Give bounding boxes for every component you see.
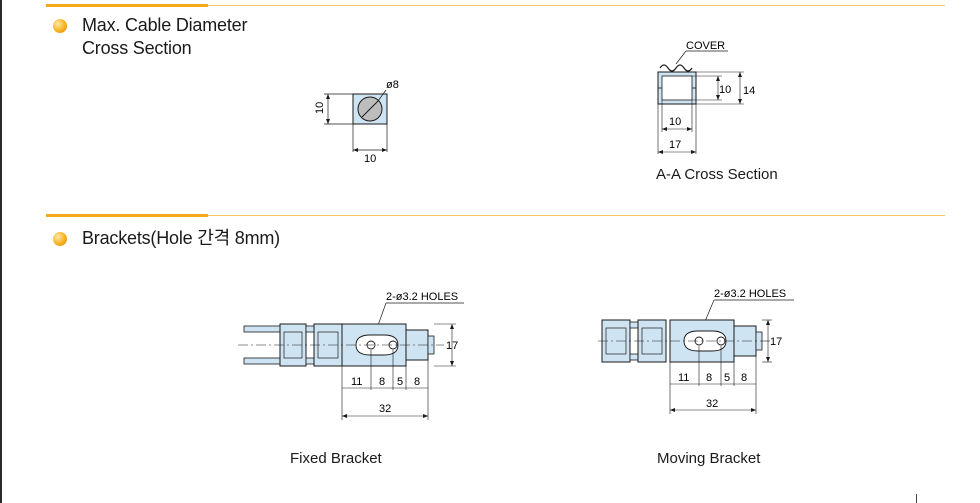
cable-height-label: 10 (314, 102, 326, 114)
section-title-line2: Cross Section (82, 38, 192, 58)
fixed-dim-3: 5 (397, 376, 403, 388)
fixed-dim-4: 8 (414, 376, 420, 388)
aa-cross-section-diagram: COVER 10 14 10 17 (657, 40, 755, 154)
page-corner-mark (916, 494, 917, 503)
fixed-total-label: 32 (379, 403, 391, 415)
fixed-dim-1: 11 (351, 376, 362, 388)
moving-total-label: 32 (706, 398, 718, 410)
moving-bracket-caption: Moving Bracket (657, 450, 761, 467)
fixed-bracket-caption: Fixed Bracket (290, 450, 382, 467)
cable-diameter-label: ø8 (386, 79, 399, 91)
section-divider (208, 5, 945, 6)
fixed-holes-label: 2-ø3.2 HOLES (386, 291, 458, 303)
aa-outer-height-label: 14 (743, 85, 755, 97)
aa-caption: A-A Cross Section (656, 166, 778, 183)
aa-outer-width-label: 17 (669, 139, 681, 151)
moving-dim-1: 11 (678, 372, 689, 384)
cable-diameter-diagram: ø8 10 10 (314, 79, 399, 165)
link-inner (661, 75, 693, 101)
fixed-bracket-diagram: 2-ø3.2 HOLES 17 11 8 5 8 32 (238, 291, 464, 420)
cable-width-label: 10 (364, 153, 376, 165)
moving-height-label: 17 (770, 336, 782, 348)
moving-dim-3: 5 (724, 372, 730, 384)
fixed-dim-2: 8 (379, 376, 385, 388)
moving-dim-4: 8 (741, 372, 747, 384)
fixed-height-label: 17 (446, 340, 458, 352)
moving-holes-label: 2-ø3.2 HOLES (714, 288, 786, 300)
section-bullet-icon (53, 19, 67, 33)
section-divider-accent (46, 4, 208, 7)
aa-inner-height-label: 10 (719, 84, 731, 96)
page-left-border (0, 0, 2, 503)
cover-shape (659, 64, 693, 72)
section-title-line1: Max. Cable Diameter (82, 15, 248, 35)
section-divider-accent (46, 214, 208, 217)
aa-inner-width-label: 10 (669, 116, 681, 128)
section-bullet-icon (53, 232, 67, 246)
section-title-cross: Max. Cable Diameter Cross Section (82, 14, 247, 60)
cover-label: COVER (686, 40, 725, 52)
moving-bracket-diagram: 2-ø3.2 HOLES 17 11 8 5 8 32 (598, 288, 794, 414)
section-title-brackets: Brackets(Hole 간격 8mm) (82, 228, 280, 248)
section-divider (208, 215, 945, 216)
moving-dim-2: 8 (706, 372, 712, 384)
